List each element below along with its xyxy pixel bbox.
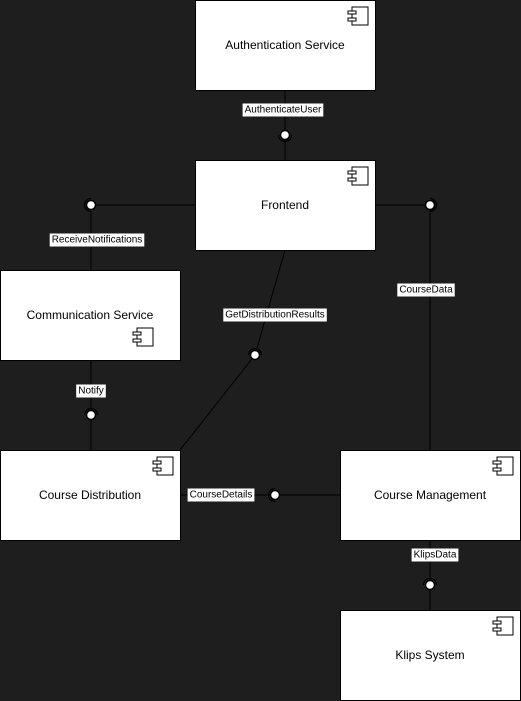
component-course-distribution[interactable]: Course Distribution [0, 450, 181, 541]
component-title: Communication Service [27, 308, 154, 322]
socket-notify [83, 407, 99, 416]
component-box [195, 160, 376, 251]
component-klips-system[interactable]: Klips System [340, 610, 521, 701]
label-bg [411, 548, 459, 562]
label-bg [397, 283, 455, 297]
label-get-distribution-results[interactable]: GetDistributionResults [223, 308, 327, 322]
ball-course-data[interactable] [424, 199, 436, 211]
ball-klips-data[interactable] [424, 579, 436, 591]
edge-frontend-mgmt [375, 204, 431, 450]
socket-course-details [267, 487, 276, 503]
socket-klips-data [422, 577, 438, 586]
sockets [83, 134, 438, 586]
ball-receive-notifications[interactable] [85, 199, 97, 211]
label-bg [242, 103, 324, 117]
component-box [340, 450, 521, 541]
label-text: GetDistributionResults [225, 310, 324, 321]
label-text: CourseData [399, 285, 453, 296]
label-text: AuthenticateUser [245, 105, 322, 116]
label-text: ReceiveNotifications [52, 235, 143, 246]
component-icon [347, 166, 369, 186]
ball-get-distribution-results[interactable] [249, 349, 261, 361]
ball-authenticate-user[interactable] [279, 129, 291, 141]
component-title: Authentication Service [225, 38, 345, 52]
component-title: Course Distribution [39, 488, 141, 502]
component-icon [132, 327, 154, 347]
component-box [0, 450, 181, 541]
component-frontend[interactable]: Frontend [195, 160, 376, 251]
interface-balls [85, 129, 436, 591]
component-course-management[interactable]: Course Management [340, 450, 521, 541]
label-bg [49, 233, 145, 247]
component-icon [492, 456, 514, 476]
component-title: Course Management [374, 488, 487, 502]
label-klips-data[interactable]: KlipsData [411, 548, 459, 562]
component-title: Klips System [395, 648, 464, 662]
socket-receive-notifications [83, 197, 92, 213]
component-box [195, 0, 376, 91]
component-box [340, 610, 521, 701]
component-icon [152, 456, 174, 476]
component-icon [492, 616, 514, 636]
label-notify[interactable]: Notify [76, 384, 106, 398]
ball-course-details[interactable] [269, 489, 281, 501]
edge-frontend-dist [179, 249, 286, 451]
component-icon [347, 6, 369, 26]
component-title: Frontend [261, 198, 309, 212]
component-communication-service[interactable]: Communication Service [0, 270, 181, 361]
label-course-data[interactable]: CourseData [397, 283, 455, 297]
label-text: Notify [78, 386, 104, 397]
component-authentication-service[interactable]: Authentication Service [195, 0, 376, 91]
label-course-details[interactable]: CourseDetails [187, 488, 255, 502]
label-bg [187, 488, 255, 502]
label-bg [76, 384, 106, 398]
label-bg [223, 308, 327, 322]
label-text: CourseDetails [190, 490, 253, 501]
ball-notify[interactable] [85, 409, 97, 421]
socket-authenticate-user [277, 134, 293, 143]
label-text: KlipsData [414, 550, 457, 561]
socket-get-distribution-results [247, 347, 263, 356]
socket-course-data [429, 197, 438, 213]
label-receive-notifications[interactable]: ReceiveNotifications [49, 233, 145, 247]
label-authenticate-user[interactable]: AuthenticateUser [242, 103, 324, 117]
